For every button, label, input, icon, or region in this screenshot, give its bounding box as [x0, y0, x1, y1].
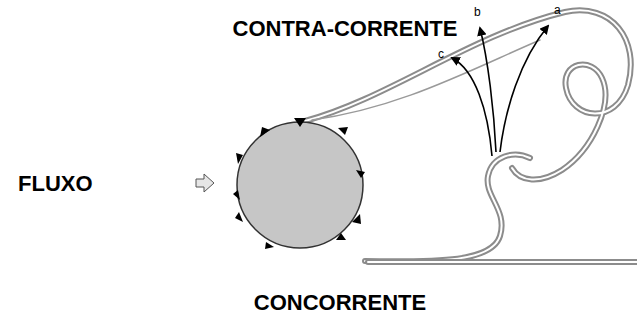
- region-label: CONCORRENTE: [254, 292, 426, 314]
- region-label: CONTRA-CORRENTE: [233, 18, 458, 40]
- vortex-letter: a: [554, 4, 561, 16]
- flow-label: FLUXO: [18, 173, 93, 195]
- vortex-letter: c: [438, 48, 444, 60]
- vortex-letter: b: [474, 6, 481, 18]
